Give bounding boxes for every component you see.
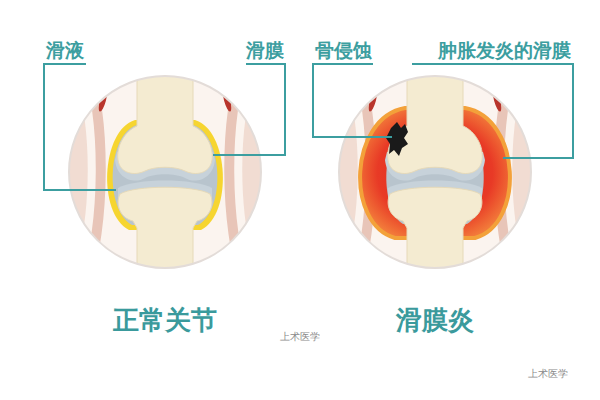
joint-circle: 正常关节	[69, 76, 261, 268]
callout-label: 滑液	[46, 41, 84, 60]
watermark: 上术医学	[280, 332, 320, 342]
joint-heading: 正常关节	[69, 303, 261, 338]
inflamed-joint	[315, 62, 555, 282]
leader-lines	[44, 64, 573, 190]
callout-label: 肿胀发炎的滑膜	[438, 41, 571, 60]
callout-label: 骨侵蚀	[315, 41, 372, 60]
joint-heading: 滑膜炎	[339, 303, 531, 338]
normal-joint	[45, 62, 285, 282]
joint-circle: 滑膜炎	[339, 76, 531, 268]
bone-erosion	[386, 122, 408, 156]
callout-label: 滑膜	[246, 41, 284, 60]
watermark: 上术医学	[528, 369, 568, 379]
